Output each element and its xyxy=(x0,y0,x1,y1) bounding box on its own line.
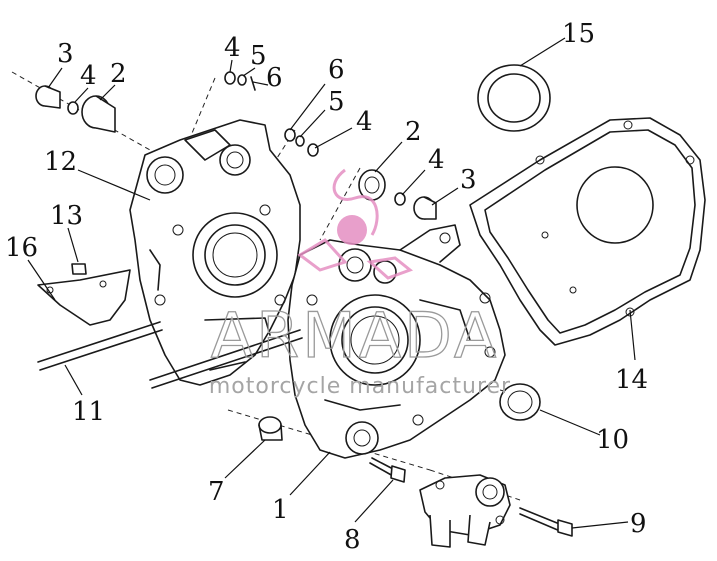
callout-14: 14 xyxy=(615,365,648,395)
callout-6-mid: 6 xyxy=(328,55,345,85)
oil-seal xyxy=(499,383,541,421)
callout-13: 13 xyxy=(50,201,83,231)
small-screw xyxy=(71,263,87,275)
bolt-short xyxy=(369,457,406,483)
left-crankcase-half xyxy=(129,119,301,386)
dowel-sleeve xyxy=(258,416,283,441)
leader-lines xyxy=(27,37,636,529)
water-pump xyxy=(419,474,511,548)
callout-4-left: 4 xyxy=(80,61,97,91)
watermark-logo-swirl xyxy=(297,168,414,280)
top-small-rings xyxy=(224,71,319,157)
left-bushing-set xyxy=(35,85,116,133)
callout-9: 9 xyxy=(630,509,647,539)
callout-3-left: 3 xyxy=(57,39,74,69)
callout-16: 16 xyxy=(5,233,38,263)
callout-2-right: 2 xyxy=(405,117,422,147)
side-cover xyxy=(469,117,706,346)
watermark-logo-ball xyxy=(337,215,367,245)
callout-11: 11 xyxy=(72,397,105,427)
callout-5-top: 5 xyxy=(250,41,267,71)
callout-12: 12 xyxy=(44,147,77,177)
callout-4-mid: 4 xyxy=(356,107,373,137)
watermark-brand: ARMADA xyxy=(211,299,499,372)
right-bushing-set xyxy=(358,169,437,220)
shaft-rods xyxy=(37,321,303,389)
watermark-logo xyxy=(297,168,414,280)
callout-labels: 3 4 2 4 5 6 6 5 4 2 4 3 12 13 16 11 15 1… xyxy=(5,19,648,555)
watermark-tagline: motorcycle manufacturer xyxy=(209,374,511,399)
callout-5-mid: 5 xyxy=(328,87,345,117)
callout-4-right: 4 xyxy=(428,145,445,175)
callout-15: 15 xyxy=(562,19,595,49)
callout-7: 7 xyxy=(208,477,225,507)
seal-ring xyxy=(477,64,551,132)
callout-1: 1 xyxy=(272,495,289,525)
callout-8: 8 xyxy=(344,525,361,555)
guide-plate xyxy=(37,269,131,326)
callout-2-left: 2 xyxy=(110,59,127,89)
bolt-long xyxy=(519,507,573,537)
callout-10: 10 xyxy=(596,425,629,455)
callout-4-top: 4 xyxy=(224,33,241,63)
callout-6-top: 6 xyxy=(266,63,283,93)
callout-3-right: 3 xyxy=(460,165,477,195)
